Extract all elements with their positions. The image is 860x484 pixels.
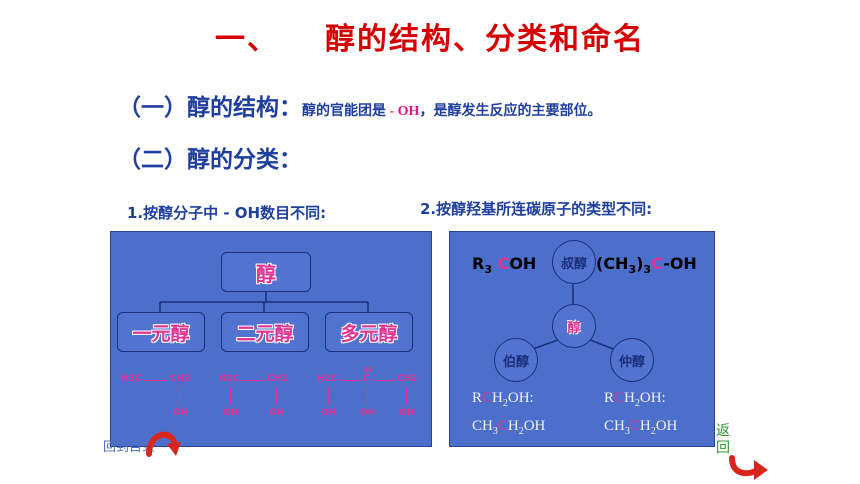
tree-connectors [159, 290, 369, 312]
mol2-right: CH2 [267, 374, 288, 384]
mol1-right: CH2 [170, 374, 191, 384]
primary-formula-1: RCH2OH: [472, 390, 534, 409]
mol1-left: H3C [121, 374, 142, 384]
tertiary-alcohol-node: 叔醇 [552, 240, 596, 284]
mol2-oh1: OH [223, 408, 239, 418]
secondary-formula-2: CH3CH2OH [604, 418, 678, 437]
mol1-oh: OH [173, 408, 189, 418]
mol3-oh2: OH [360, 408, 376, 418]
tree-dihydric: 二元醇 [221, 312, 309, 352]
classification-heading: （二）醇的分类： [118, 147, 302, 173]
carbon-type-panel: R3 COH (CH3)3C-OH 叔醇 醇 伯醇 仲醇 RCH2OH: CH3… [449, 231, 715, 447]
page-title: 一、醇的结构、分类和命名 [215, 22, 645, 57]
structure-desc-a: 醇的官能团是 [302, 103, 386, 119]
mol2-oh2: OH [269, 408, 285, 418]
secondary-formula-1: RCH2OH: [604, 390, 666, 409]
mol2-left: H2C [219, 374, 240, 384]
mol3-left: H2C [317, 374, 338, 384]
molecule-ethylene-glycol: H2C CH2 OH OH [219, 374, 309, 424]
molecule-glycerol: H H2C C CH2 OH OH OH [317, 366, 427, 424]
secondary-alcohol-node: 仲醇 [610, 338, 654, 382]
classify-by-oh-count: 1.按醇分子中 - OH数目不同: [127, 204, 327, 222]
tree-polyhydric: 多元醇 [325, 312, 413, 352]
return-right-arrow-icon[interactable] [728, 452, 770, 482]
primary-alcohol-node: 伯醇 [494, 338, 538, 382]
structure-desc-b: ，是醇发生反应的主要部位。 [419, 103, 602, 119]
mol3-right: CH2 [397, 374, 418, 384]
alcohol-center-node: 醇 [552, 304, 596, 348]
section-structure: （一）醇的结构：醇的官能团是 - OH，是醇发生反应的主要部位。 [118, 88, 601, 122]
structure-heading: （一）醇的结构： [118, 95, 302, 121]
back-to-contents-label: 回到目录 [103, 440, 156, 455]
mol3-h: H [364, 366, 372, 376]
back-to-contents-button[interactable]: 回到目录 [103, 436, 155, 455]
tree-root-alcohol: 醇 [221, 252, 311, 292]
primary-formula-2: CH3CH2OH [472, 418, 546, 437]
mol3-oh1: OH [321, 408, 337, 418]
tert-butanol-formula: (CH3)3C-OH [596, 254, 697, 277]
return-arrow-icon[interactable] [143, 424, 183, 458]
return-button[interactable]: 返回 [716, 423, 734, 457]
functional-group-oh: - OH [386, 104, 420, 119]
mol3-c: C [363, 374, 370, 384]
oh-count-panel: 醇 一元醇 二元醇 多元醇 H3C CH2 OH H2C CH2 OH OH H… [110, 231, 432, 447]
classify-by-carbon-type: 2.按醇羟基所连碳原子的类型不同: [420, 200, 653, 218]
tertiary-formula: R3 COH [472, 254, 537, 277]
mol3-oh3: OH [399, 408, 415, 418]
return-label: 返回 [716, 423, 730, 456]
tree-monohydric: 一元醇 [117, 312, 205, 352]
molecule-ethanol: H3C CH2 OH [121, 374, 211, 424]
